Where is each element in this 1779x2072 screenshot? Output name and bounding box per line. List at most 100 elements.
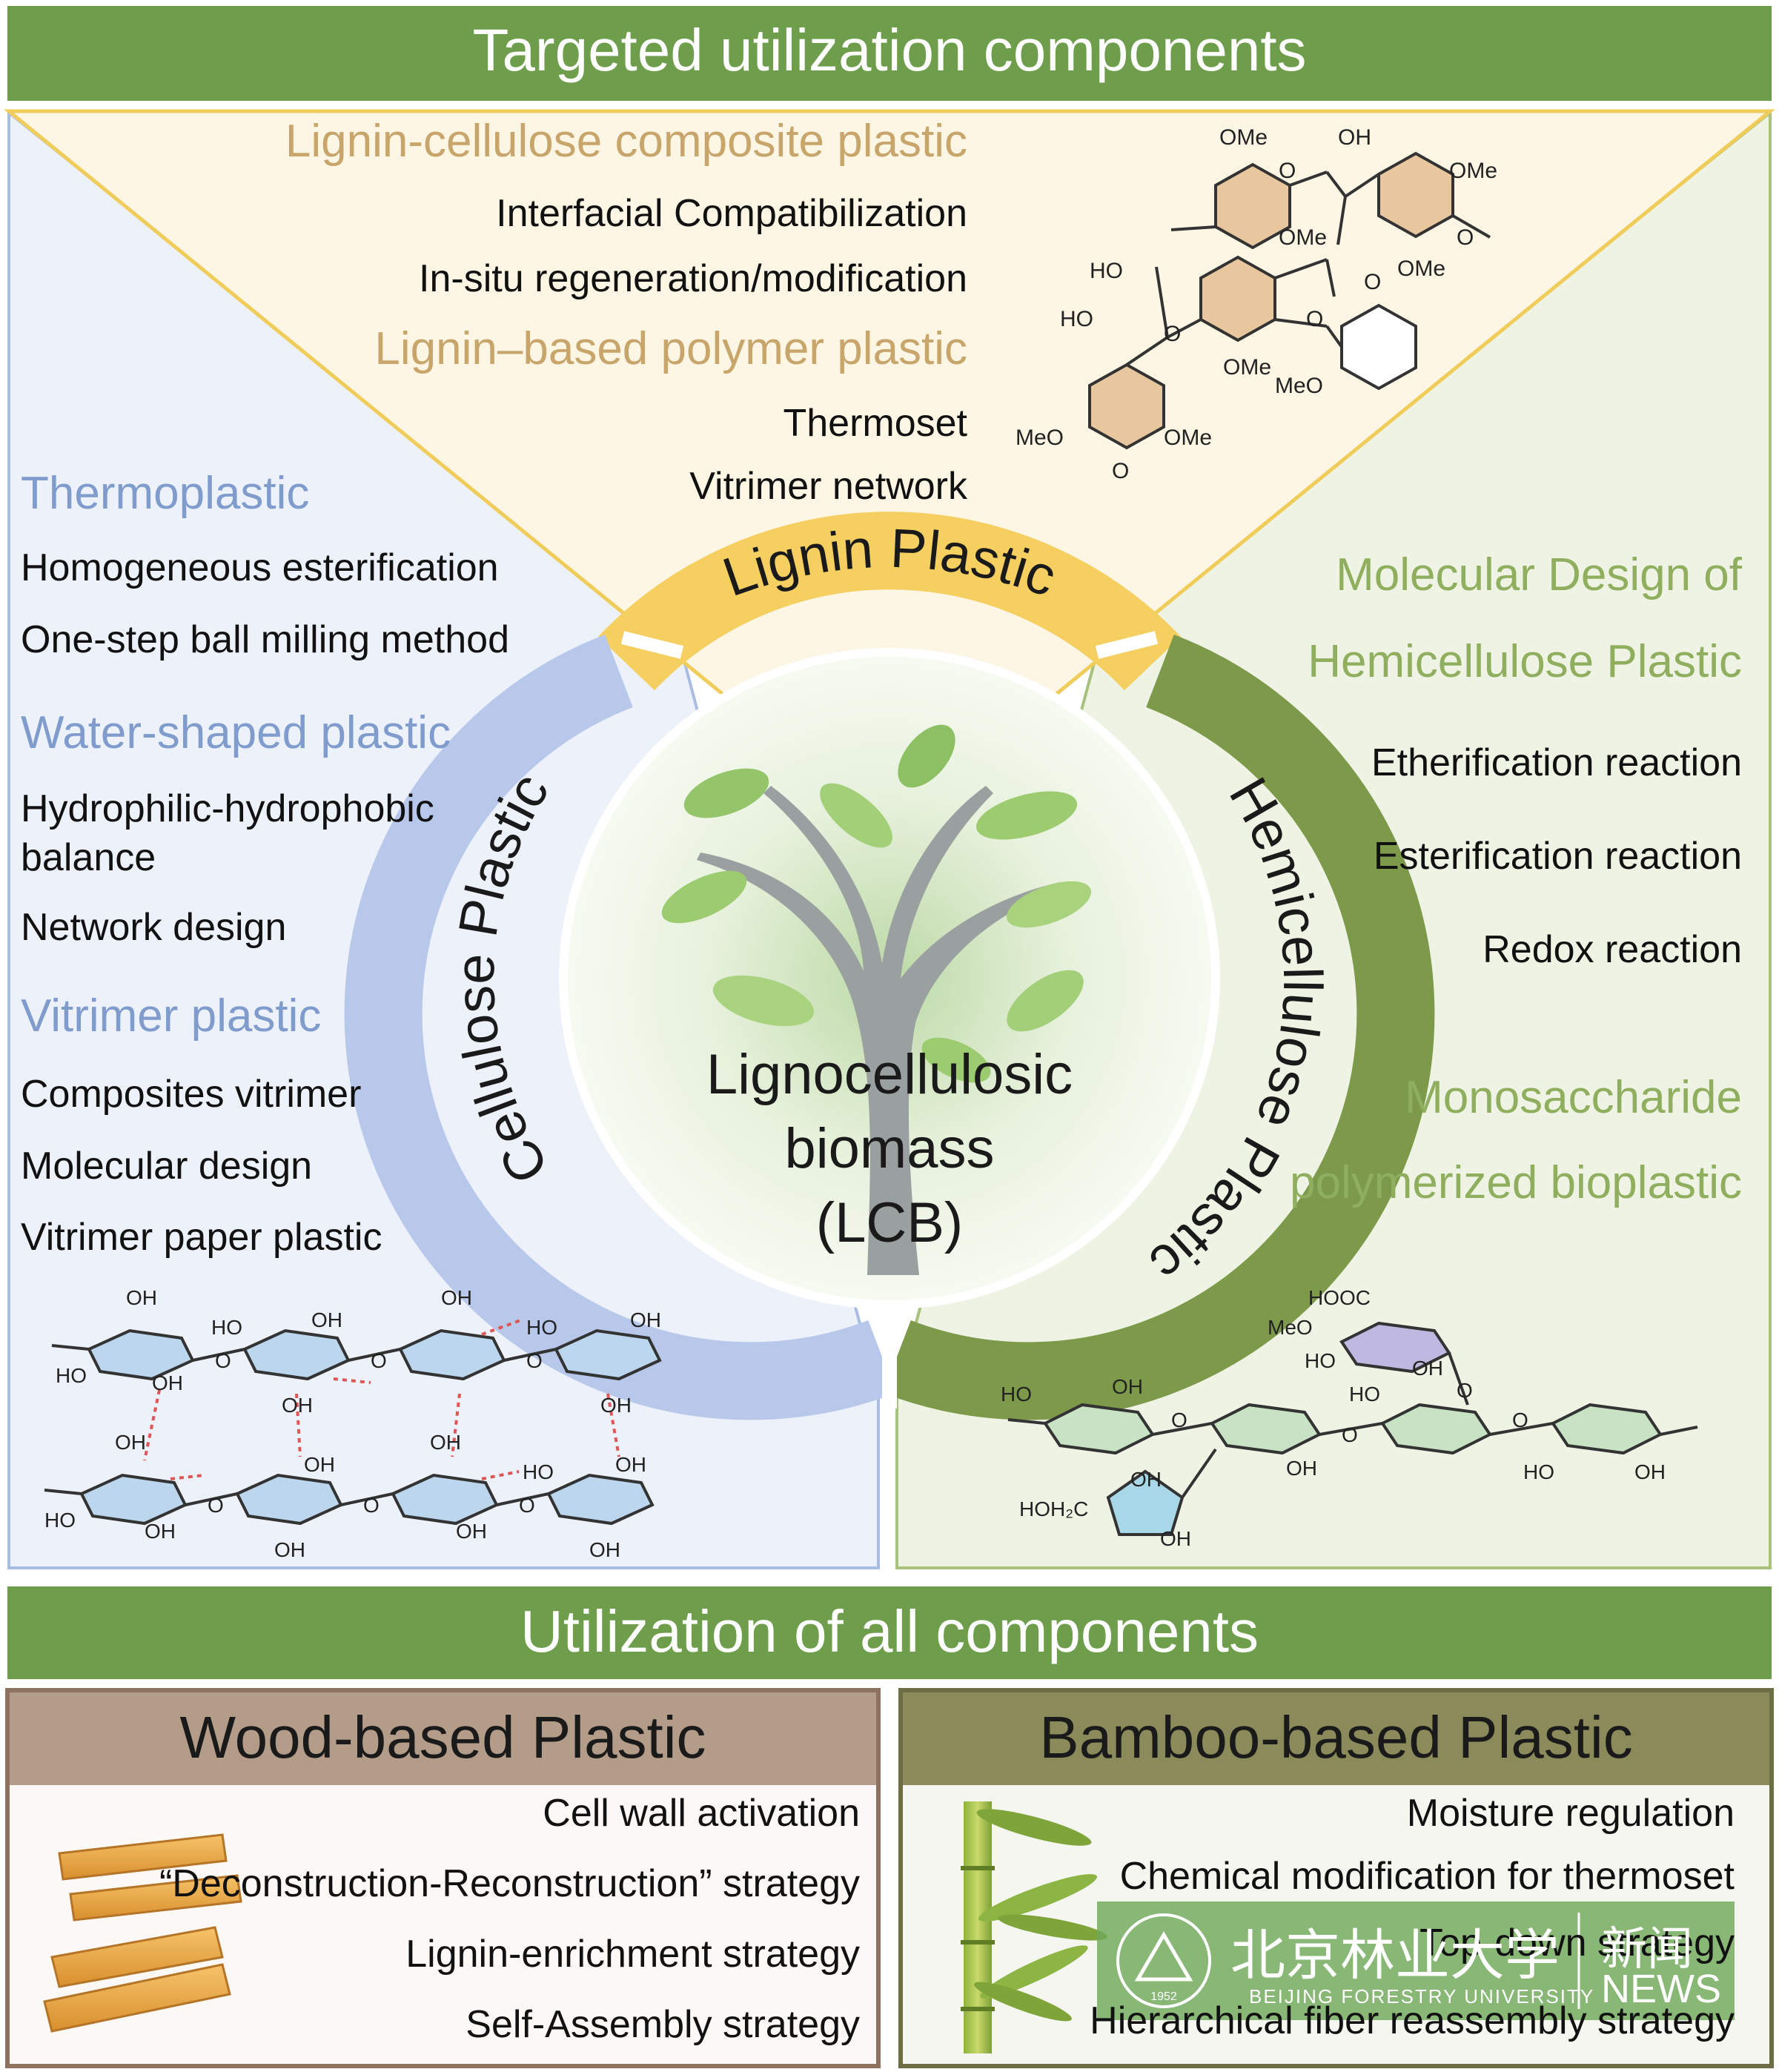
cellulose-header-vitrimer: Vitrimer plastic xyxy=(21,990,322,1042)
watermark-seal-year: 1952 xyxy=(1150,1990,1177,2003)
top-banner xyxy=(7,6,1772,101)
hemi-header-molecular-2: Hemicellulose Plastic xyxy=(1308,636,1742,687)
cellulose-item-3: Hydrophilic-hydrophobic xyxy=(21,787,434,830)
cellulose-label: OH xyxy=(441,1286,472,1309)
lignin-header-polymer: Lignin–based polymer plastic xyxy=(374,323,967,374)
lignin-label: OMe xyxy=(1449,159,1497,183)
hemicellulose-arc xyxy=(883,635,1435,1420)
watermark-box xyxy=(1097,1901,1735,2020)
cellulose-label: OH xyxy=(304,1453,335,1476)
bamboo-box-header xyxy=(903,1692,1769,1785)
bamboo-item-2: Chemical modification for thermoset xyxy=(1119,1855,1735,1898)
cellulose-label: O xyxy=(519,1494,535,1517)
wood-box-header xyxy=(10,1692,876,1785)
lignin-label: O xyxy=(1457,225,1474,250)
lignin-label: HO xyxy=(1060,307,1093,331)
cellulose-label: OH xyxy=(630,1308,661,1331)
cellulose-label: OH xyxy=(456,1520,487,1543)
lignin-label: O xyxy=(1364,270,1381,294)
lignin-item-1: Interfacial Compatibilization xyxy=(496,192,967,235)
bamboo-item-3: Top-down strategy xyxy=(1419,1922,1735,1965)
middle-banner xyxy=(7,1586,1772,1679)
watermark-seal-icon xyxy=(1116,1913,1211,2008)
center-label: Lignocellulosic biomass (LCB) xyxy=(652,1038,1127,1260)
cellulose-item-6: Composites vitrimer xyxy=(21,1073,362,1116)
lignin-item-3: Thermoset xyxy=(783,402,967,445)
cellulose-arc xyxy=(344,635,896,1420)
cellulose-label: O xyxy=(526,1349,543,1372)
lignin-panel-bg xyxy=(3,109,1776,833)
lignin-label: O xyxy=(1164,322,1181,346)
lignin-label: HO xyxy=(1090,259,1123,283)
cellulose-label: OH xyxy=(430,1431,461,1454)
wood-planks-icon xyxy=(43,1833,242,2033)
cellulose-header-thermoplastic: Thermoplastic xyxy=(21,468,310,519)
cellulose-label: OH xyxy=(126,1286,157,1309)
bamboo-item-1: Moisture regulation xyxy=(1406,1792,1735,1835)
watermark-news-en: NEWS xyxy=(1601,1967,1721,2011)
cellulose-label: HO xyxy=(523,1460,554,1483)
hemi-label: HO xyxy=(1001,1383,1032,1406)
cellulose-item-8: Vitrimer paper plastic xyxy=(21,1216,382,1259)
hemi-label: O xyxy=(1171,1409,1187,1431)
hemi-label: OH xyxy=(1112,1375,1143,1398)
cellulose-label: O xyxy=(208,1494,224,1517)
cellulose-label: OH xyxy=(311,1308,342,1331)
cellulose-item-2: One-step ball milling method xyxy=(21,618,509,661)
hemi-label: OH xyxy=(1412,1357,1443,1380)
lignin-item-2: In-situ regeneration/modification xyxy=(419,257,967,300)
hemi-label: HOH₂C xyxy=(1019,1497,1088,1520)
cellulose-structure-labels: OH HO OH HO OH OH OH HO OH OH OH HO OH O… xyxy=(44,1286,661,1561)
lignin-arc xyxy=(597,512,1182,691)
watermark-news-cn: 新闻 xyxy=(1601,1922,1694,1976)
bamboo-icon xyxy=(961,1801,1107,2053)
cellulose-label: OH xyxy=(600,1394,632,1417)
cellulose-label: HO xyxy=(44,1509,76,1532)
watermark-cn: 北京林业大学 xyxy=(1230,1924,1560,1987)
cellulose-label: OH xyxy=(145,1520,176,1543)
wood-item-4: Self-Assembly strategy xyxy=(466,2003,860,2046)
lignin-structure-labels: OMe OH OMe O OMe O OMe O HO HO O OMe O M… xyxy=(1016,125,1497,483)
tree-icon xyxy=(661,724,1092,1275)
cellulose-label: OH xyxy=(589,1538,620,1561)
cellulose-hbonds xyxy=(143,1318,620,1480)
wood-item-3: Lignin-enrichment strategy xyxy=(405,1933,860,1976)
hemi-label: OH xyxy=(1160,1527,1191,1550)
cellulose-item-1: Homogeneous esterification xyxy=(21,546,499,589)
hemi-label: O xyxy=(1512,1409,1528,1431)
hemi-item-1: Etherification reaction xyxy=(1371,741,1742,784)
lignin-label: O xyxy=(1306,307,1323,331)
lignin-structure xyxy=(1088,151,1491,450)
bamboo-box-title: Bamboo-based Plastic xyxy=(1039,1704,1633,1770)
cellulose-label: OH xyxy=(282,1394,313,1417)
lignin-label: OMe xyxy=(1397,256,1445,281)
cellulose-label: HO xyxy=(211,1316,242,1339)
hemi-item-2: Esterification reaction xyxy=(1373,835,1742,878)
lignin-label: OMe xyxy=(1164,426,1212,450)
cellulose-label: OH xyxy=(115,1431,146,1454)
lignin-label: OMe xyxy=(1223,355,1271,380)
top-banner-title: Targeted utilization components xyxy=(472,17,1307,83)
hemicellulose-structure-labels: HOOC MeO HO OH HO OH OH HO HO OH OH HOH₂… xyxy=(1001,1286,1666,1550)
hemi-header-mono-1: Monosaccharide xyxy=(1405,1072,1742,1123)
cellulose-label: OH xyxy=(274,1538,305,1561)
lignin-item-4: Vitrimer network xyxy=(689,465,967,508)
cellulose-label: OH xyxy=(615,1453,646,1476)
cellulose-header-water: Water-shaped plastic xyxy=(21,707,451,758)
watermark-en: BEIJING FORESTRY UNIVERSITY xyxy=(1249,1985,1595,2008)
cellulose-label: O xyxy=(363,1494,380,1517)
center-label-line2: biomass xyxy=(784,1117,995,1180)
hemi-label: HO xyxy=(1523,1460,1554,1483)
lignin-label: O xyxy=(1112,459,1129,483)
hemi-label: HO xyxy=(1305,1349,1336,1372)
cellulose-item-4: balance xyxy=(21,836,156,879)
hemicellulose-structure xyxy=(1007,1321,1698,1536)
cellulose-item-5: Network design xyxy=(21,906,287,949)
separator-left xyxy=(620,631,684,659)
cellulose-item-7: Molecular design xyxy=(21,1145,313,1188)
hemi-label: OH xyxy=(1634,1460,1666,1483)
cellulose-structure xyxy=(44,1328,662,1526)
hemi-header-mono-2: polymerized bioplastic xyxy=(1290,1157,1742,1208)
lignin-label: OMe xyxy=(1219,125,1268,150)
hemi-label: HOOC xyxy=(1308,1286,1371,1309)
